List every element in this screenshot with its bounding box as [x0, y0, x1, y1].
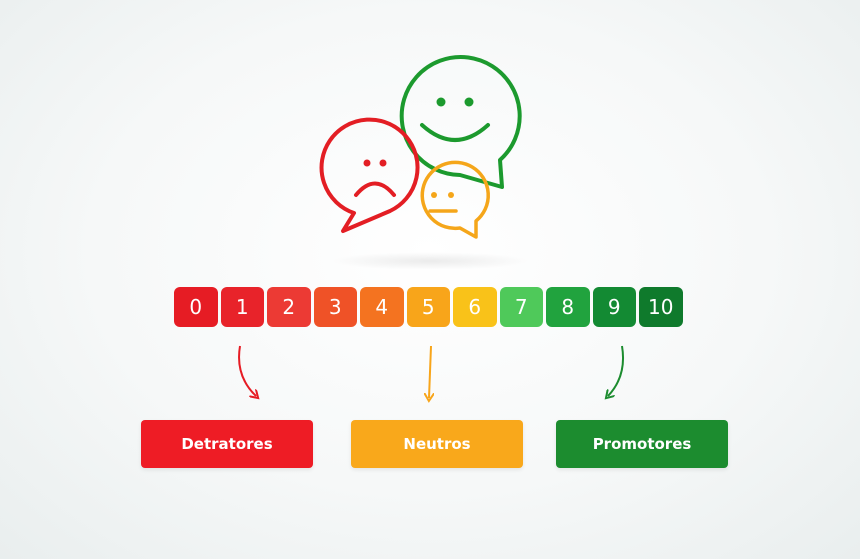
promoters-label: Promotores — [556, 420, 728, 468]
promoters-arrow-icon — [608, 345, 624, 396]
score-4: 4 — [360, 287, 404, 327]
neutrals-arrow-icon — [429, 345, 431, 398]
score-6: 6 — [453, 287, 497, 327]
score-3: 3 — [313, 287, 357, 327]
illustration-shadow — [330, 252, 530, 270]
neutrals-label: Neutros — [351, 420, 523, 468]
score-1: 1 — [220, 287, 264, 327]
score-9: 9 — [592, 287, 636, 327]
neutral-face-icon — [420, 160, 490, 239]
detractors-label: Detratores — [141, 420, 313, 468]
score-8: 8 — [546, 287, 590, 327]
feedback-illustration — [300, 45, 560, 275]
score-2: 2 — [267, 287, 311, 327]
score-10: 10 — [639, 287, 683, 327]
sad-face-icon — [319, 117, 420, 233]
score-7: 7 — [499, 287, 543, 327]
detractors-arrow-icon — [238, 345, 256, 396]
speech-bubbles — [319, 55, 522, 239]
score-5: 5 — [406, 287, 450, 327]
score-0: 0 — [174, 287, 218, 327]
